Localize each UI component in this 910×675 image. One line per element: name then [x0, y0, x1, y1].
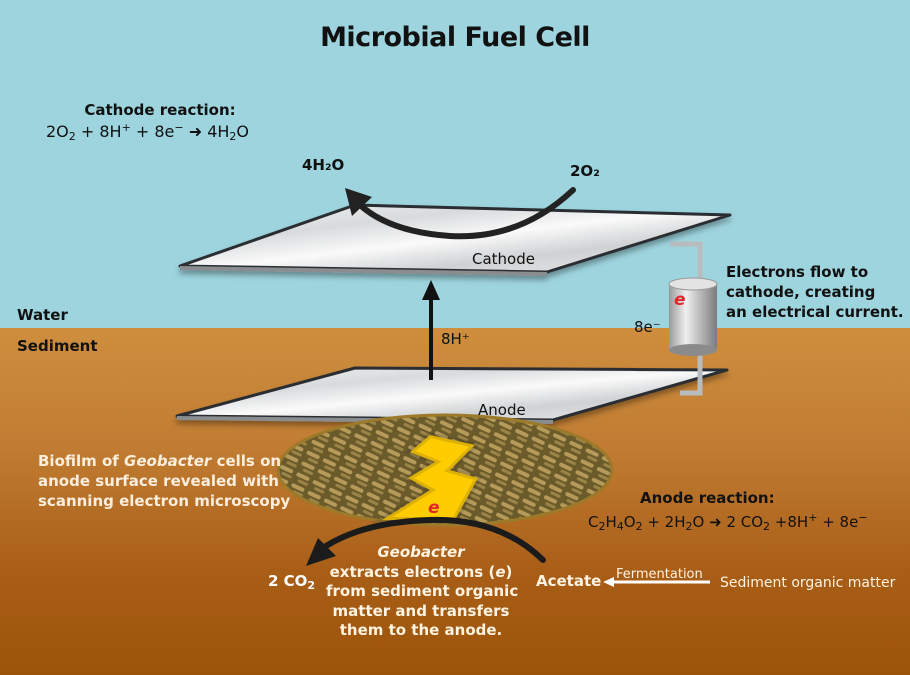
- cathode-reaction-heading: Cathode reaction:: [84, 101, 236, 119]
- geobacter-description: Geobacter extracts electrons (e) from se…: [326, 543, 519, 639]
- co2-product-label: 2 CO2: [268, 572, 316, 592]
- lightning-electron-symbol: e: [428, 498, 440, 518]
- water-label: Water: [17, 306, 68, 324]
- reaction-arrow-icon: ➜: [188, 122, 203, 141]
- cathode-label: Cathode: [472, 250, 535, 268]
- electron-flow-description: Electrons flow to cathode, creating an e…: [726, 263, 904, 321]
- reaction-arrow-icon: ➜: [709, 513, 722, 531]
- anode-reaction-heading: Anode reaction:: [640, 489, 775, 507]
- cathode-reaction-equation: 2O2 + 8H+ + 8e− ➜ 4H2O: [46, 121, 250, 143]
- acetate-label: Acetate: [536, 572, 602, 590]
- oxygen-reactant-label: 2O₂: [570, 162, 600, 180]
- resistor-electron-symbol: e: [674, 290, 686, 310]
- anode-label: Anode: [478, 401, 526, 419]
- sediment-label: Sediment: [17, 337, 98, 355]
- proton-flow-label: 8H⁺: [441, 330, 470, 348]
- fermentation-label: Fermentation: [616, 567, 703, 582]
- resistor-cylinder: [668, 277, 718, 356]
- biofilm-caption: Biofilm of Geobacter cells on anode surf…: [38, 452, 291, 510]
- sediment-organic-matter-label: Sediment organic matter: [720, 575, 896, 591]
- anode-reaction-equation: C2H4O2 + 2H2O ➜ 2 CO2 +8H+ + 8e−: [588, 511, 868, 533]
- electron-count-label: 8e⁻: [634, 318, 661, 336]
- water-product-label: 4H₂O: [302, 156, 345, 174]
- biofilm-microscopy-image: [276, 413, 614, 527]
- page-title: Microbial Fuel Cell: [320, 22, 590, 53]
- cathode-plate: [178, 203, 732, 276]
